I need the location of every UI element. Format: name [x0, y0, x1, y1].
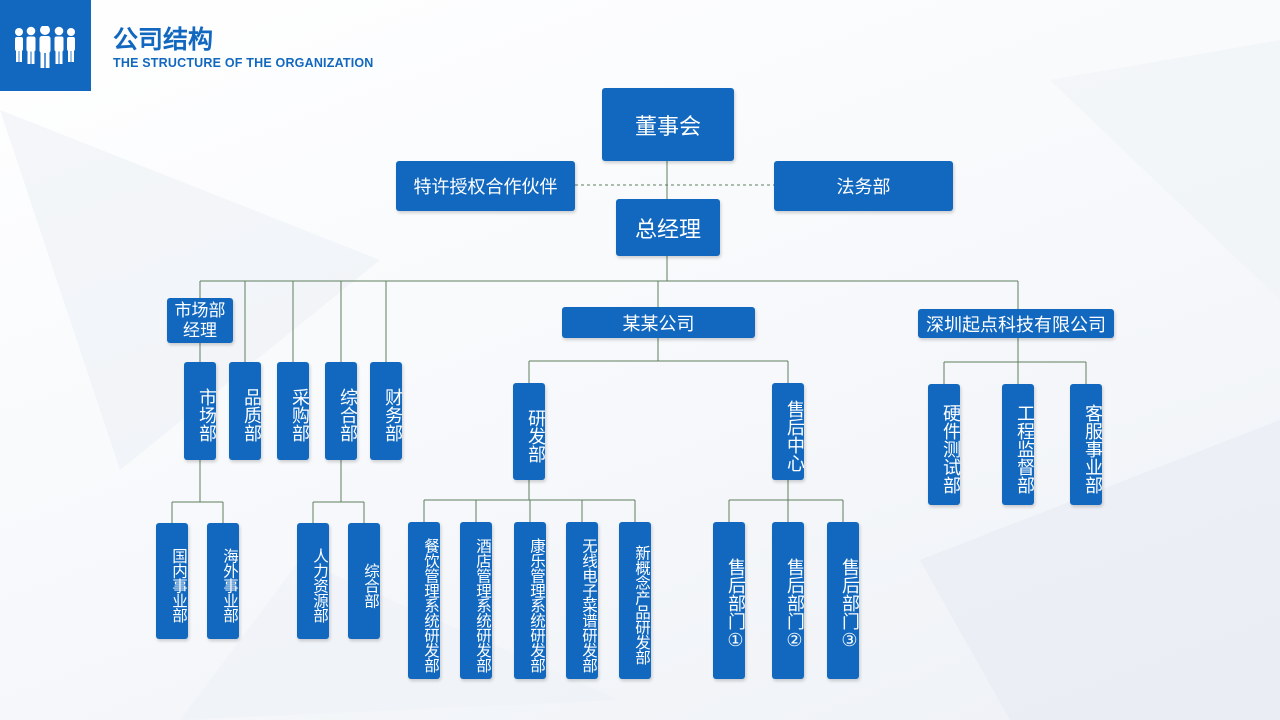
marketing-manager-node[interactable]: 市场部经理: [167, 298, 233, 343]
catering-rnd-node[interactable]: 餐饮管理系统研发部: [408, 522, 440, 679]
after-sales-dept-2-node[interactable]: 售后部门②: [772, 522, 805, 679]
header-icon-box: [0, 0, 91, 91]
hr-dept-node[interactable]: 人力资源部: [297, 523, 329, 639]
engineering-supervision-dept-node[interactable]: 工程监督部: [1002, 384, 1035, 505]
board-node[interactable]: 董事会: [602, 88, 734, 161]
overseas-division-node[interactable]: 海外事业部: [207, 523, 239, 639]
legal-node[interactable]: 法务部: [774, 161, 953, 211]
wireless-rnd-node[interactable]: 无线电子菜谱研发部: [566, 522, 598, 679]
company-a-node[interactable]: 某某公司: [562, 307, 755, 338]
general-dept-node[interactable]: 综合部: [325, 362, 358, 460]
franchise-partner-node[interactable]: 特许授权合作伙伴: [396, 161, 575, 211]
concept-rnd-node[interactable]: 新概念产品研发部: [619, 522, 651, 679]
after-sales-dept-3-node[interactable]: 售后部门③: [827, 522, 860, 679]
domestic-division-node[interactable]: 国内事业部: [156, 523, 188, 639]
after-sales-center-node[interactable]: 售后中心: [772, 383, 805, 480]
page-subtitle: THE STRUCTURE OF THE ORGANIZATION: [113, 56, 374, 70]
hardware-test-dept-node[interactable]: 硬件测试部: [928, 384, 961, 505]
general-sub-dept-node[interactable]: 综合部: [348, 523, 380, 639]
people-group-icon: [15, 26, 75, 68]
leisure-rnd-node[interactable]: 康乐管理系统研发部: [514, 522, 546, 679]
rnd-dept-node[interactable]: 研发部: [513, 383, 546, 480]
quality-dept-node[interactable]: 品质部: [229, 362, 262, 460]
page-title: 公司结构: [113, 25, 214, 54]
customer-service-dept-node[interactable]: 客服事业部: [1070, 384, 1103, 505]
purchasing-dept-node[interactable]: 采购部: [277, 362, 310, 460]
company-b-node[interactable]: 深圳起点科技有限公司: [918, 309, 1114, 338]
hotel-rnd-node[interactable]: 酒店管理系统研发部: [460, 522, 492, 679]
finance-dept-node[interactable]: 财务部: [370, 362, 403, 460]
market-dept-node[interactable]: 市场部: [184, 362, 217, 460]
general-manager-node[interactable]: 总经理: [616, 199, 720, 256]
after-sales-dept-1-node[interactable]: 售后部门①: [713, 522, 746, 679]
